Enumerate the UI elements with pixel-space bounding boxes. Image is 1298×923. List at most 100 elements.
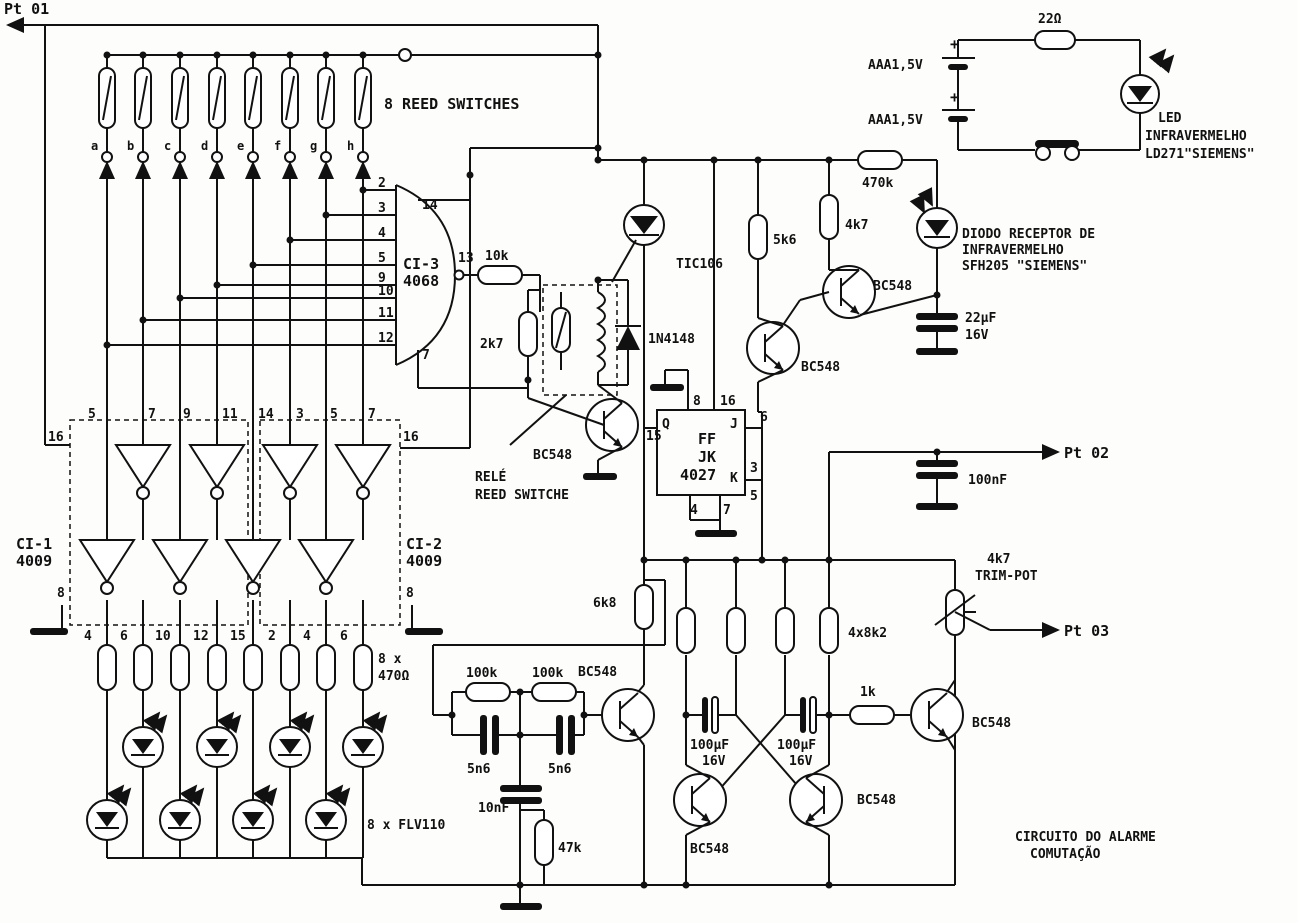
led-type-label: 8 x FLV110 (367, 818, 445, 833)
r100k-1-label: 100k (466, 666, 497, 681)
reed-letter-h: h (347, 139, 354, 153)
ff-pin5: 5 (750, 489, 758, 504)
rx-diode-label-2: INFRAVERMELHO (962, 243, 1064, 258)
relay-label-2: REED SWITCHE (475, 488, 569, 503)
ci3-pin14: 14 (422, 198, 438, 213)
led-res-count: 8 x (378, 652, 402, 667)
inverters-top-row (114, 444, 392, 500)
scr-label: TIC106 (676, 257, 723, 272)
tx-resistor-label: 22Ω (1038, 12, 1062, 27)
inv-top-pin-1: 7 (148, 407, 156, 422)
ff-j: J (730, 417, 738, 432)
inv-bottom-pin-5: 2 (268, 629, 276, 644)
ci3-pin-2: 2 (378, 176, 386, 191)
pt03-label: Pt 03 (1064, 622, 1109, 640)
led-res-value: 470Ω (378, 669, 409, 684)
ci2-box (259, 419, 401, 626)
q-rx-label: BC548 (873, 279, 912, 294)
q-osc-label: BC548 (578, 665, 617, 680)
q-out-label: BC548 (972, 716, 1011, 731)
diode-1n4148-label: 1N4148 (648, 332, 695, 347)
ci3-name: CI-3 (403, 255, 439, 273)
c100u-2-label: 100µF (777, 738, 816, 753)
battery2-plus: + (950, 88, 959, 106)
pt02-label: Pt 02 (1064, 444, 1109, 462)
reed-letter-e: e (237, 139, 244, 153)
inv-bottom-pin-7: 6 (340, 629, 348, 644)
rx-diode-label-1: DIODO RECEPTOR DE (962, 227, 1095, 242)
trim-pot-label: TRIM-POT (975, 569, 1038, 584)
inv-top-pin-0: 5 (88, 407, 96, 422)
bc548-multivibrator-right (789, 764, 843, 885)
inv-top-pin-2: 9 (183, 407, 191, 422)
ci3-nand-gate (395, 184, 465, 366)
ci3-pin7: 7 (422, 348, 430, 363)
bc548-oscillator (601, 684, 655, 885)
ci2-pin16: 16 (403, 430, 419, 445)
inv-bottom-pin-6: 4 (303, 629, 311, 644)
ff-pin6: 6 (760, 410, 768, 425)
bc548-relay-driver (527, 384, 639, 473)
ci3-pin13: 13 (458, 251, 474, 266)
ir-led-label-1: LED (1158, 111, 1182, 126)
ci3-pin-9: 9 (378, 271, 386, 286)
r4x8k2-label: 4x8k2 (848, 626, 887, 641)
reed-letter-f: f (274, 139, 281, 153)
bc548-multivibrator-left (673, 764, 727, 885)
q-mv2-label: BC548 (857, 793, 896, 808)
r6k8-label: 6k8 (593, 596, 617, 611)
r5k6-label: 5k6 (773, 233, 797, 248)
reed-letter-g: g (310, 139, 317, 153)
ci3-pin-10: 10 (378, 284, 394, 299)
r2k7-label: 2k7 (480, 337, 503, 352)
bc548-middle-transistor (746, 317, 800, 383)
ff-pin4: 4 (690, 503, 698, 518)
battery2-label: AAA1,5V (868, 113, 923, 128)
ci1-part: 4009 (16, 552, 52, 570)
ff-pin8: 8 (693, 394, 701, 409)
r100k-2-label: 100k (532, 666, 563, 681)
c100u-1-label: 100µF (690, 738, 729, 753)
c5n6-2-label: 5n6 (548, 762, 572, 777)
q-mv1-label: BC548 (690, 842, 729, 857)
battery1-plus: + (950, 35, 959, 53)
reed-switches-title: 8 REED SWITCHES (384, 95, 519, 113)
ff-label-3: 4027 (680, 466, 716, 484)
ci1-pin8: 8 (57, 586, 65, 601)
r4k7-label: 4k7 (845, 218, 868, 233)
r47k-label: 47k (558, 841, 582, 856)
ci1-pin16: 16 (48, 430, 64, 445)
r10k-label: 10k (485, 249, 509, 264)
alarm-caption-1: CIRCUITO DO ALARME (1015, 830, 1156, 845)
c100u-2-voltage: 16V (789, 754, 813, 769)
rx-diode-label-3: SFH205 "SIEMENS" (962, 259, 1087, 274)
ci3-pin-5: 5 (378, 251, 386, 266)
reed-letter-d: d (201, 139, 208, 153)
inv-bottom-pin-1: 6 (120, 629, 128, 644)
alarm-caption-2: COMUTAÇÃO (1030, 846, 1101, 862)
ff-pin16: 16 (720, 394, 736, 409)
inv-bottom-pin-0: 4 (84, 629, 92, 644)
inv-top-pin-4: 14 (258, 407, 274, 422)
rx-cap-value: 22µF (965, 311, 996, 326)
resistors-4x8k2 (676, 560, 839, 654)
top-bus (6, 17, 602, 446)
ci3-part: 4068 (403, 272, 439, 290)
ff-pin7: 7 (723, 503, 731, 518)
c10n-label: 10nF (478, 801, 509, 816)
reed-letter-a: a (91, 139, 98, 153)
trim-pot-value: 4k7 (987, 552, 1010, 567)
ff-q: Q (662, 417, 670, 432)
ff-label-1: FF (698, 430, 716, 448)
ci3-pin-12: 12 (378, 331, 394, 346)
ci2-name: CI-2 (406, 535, 442, 553)
ci2-part: 4009 (406, 552, 442, 570)
pt01-label: Pt 01 (4, 0, 49, 18)
inv-top-pin-5: 3 (296, 407, 304, 422)
led-indicator-array (86, 644, 388, 858)
ff-pin15: 15 (646, 429, 662, 444)
inverters-bottom-row (78, 539, 364, 645)
